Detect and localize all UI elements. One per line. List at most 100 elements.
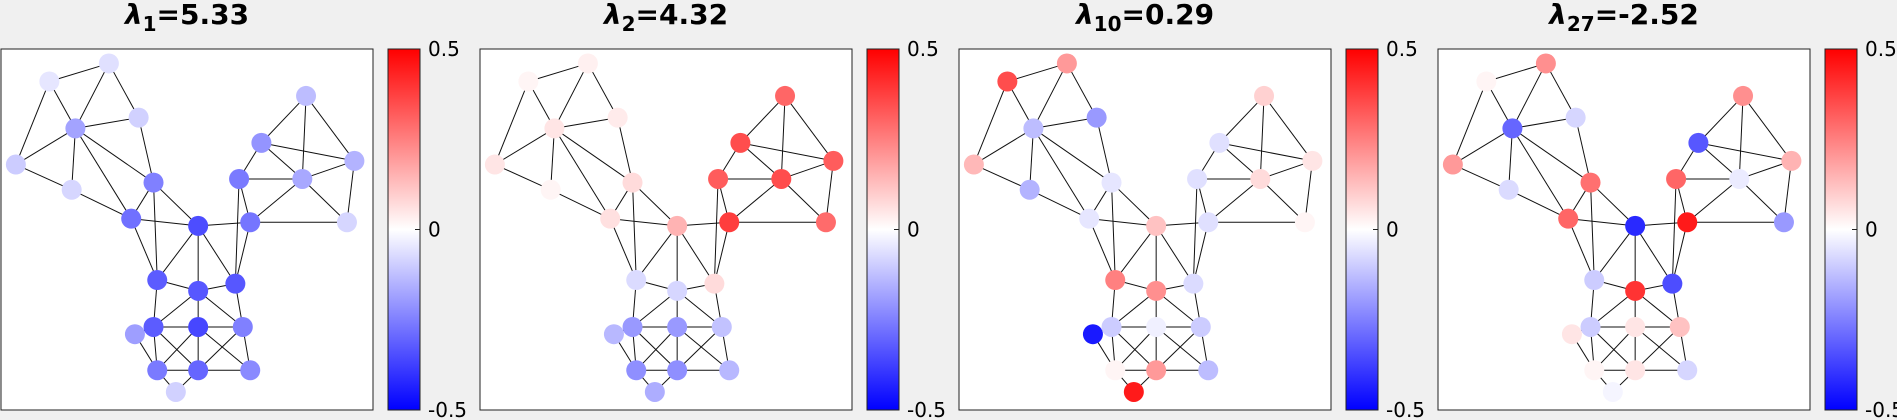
graph-node: [292, 168, 313, 189]
graph-node: [775, 85, 796, 106]
graph-edge: [1512, 117, 1576, 129]
graph-edge: [1155, 225, 1194, 284]
graph-edge: [713, 222, 730, 284]
graph-edge: [15, 164, 72, 191]
graph-edge: [1738, 178, 1785, 223]
graph-node: [232, 316, 253, 337]
graph-node: [240, 212, 261, 233]
graph-node: [128, 107, 149, 128]
graph-edge: [1032, 63, 1068, 129]
graph-edge: [610, 218, 678, 227]
graph-edge: [153, 326, 199, 371]
graph-node: [1662, 273, 1683, 294]
graph-edge: [973, 127, 1034, 165]
graph-edge: [234, 222, 251, 284]
graph-edge: [494, 127, 555, 165]
graph-node: [1729, 168, 1750, 189]
graph-edge: [346, 160, 355, 223]
graph-node: [484, 154, 505, 175]
graph-node: [165, 381, 186, 402]
graph-node: [5, 154, 26, 175]
graph-edge: [197, 326, 251, 371]
panel-title: λ2=4.32: [602, 0, 728, 36]
colorbar-tick-label: 0: [428, 218, 441, 242]
graph-edge: [1111, 182, 1157, 227]
graph-edge: [553, 63, 589, 129]
graph-node: [730, 132, 751, 153]
graph-node: [1146, 316, 1167, 337]
graph-edge: [617, 117, 634, 183]
graph-node: [518, 71, 539, 92]
graph-node: [1498, 179, 1519, 200]
graph-edge: [1259, 178, 1306, 223]
graph-edge: [1452, 81, 1487, 165]
graph-node: [600, 208, 621, 229]
graph-edge: [1545, 63, 1577, 118]
graph-edge: [676, 225, 715, 284]
graph-node: [240, 360, 261, 381]
graph-node: [344, 150, 365, 171]
graph-node: [61, 179, 82, 200]
graph-edge: [1089, 218, 1157, 227]
graph-edge: [632, 182, 678, 227]
graph-edge: [1742, 95, 1792, 162]
graph-edge: [1511, 63, 1547, 129]
graph-edge: [1593, 225, 1636, 281]
graph-node: [143, 172, 164, 193]
graph-node: [1666, 168, 1687, 189]
graph-node: [1105, 360, 1126, 381]
graph-node: [622, 172, 643, 193]
colorbar-tick-label: 0: [1865, 218, 1878, 242]
panel-2: λ2=4.320.50-0.5: [479, 0, 946, 420]
graph-edge: [1259, 95, 1265, 179]
graph-node: [1198, 360, 1219, 381]
graph-node: [147, 270, 168, 291]
graph-edge: [1686, 178, 1740, 223]
graph-node: [1669, 316, 1690, 337]
graph-edge: [1590, 182, 1595, 281]
graph-node: [1209, 132, 1230, 153]
graph-node: [1302, 150, 1323, 171]
graph-node: [626, 360, 647, 381]
graph-node: [147, 360, 168, 381]
graph-node: [1781, 150, 1802, 171]
graph-node: [1580, 172, 1601, 193]
graph-edge: [1029, 189, 1090, 220]
graph-edge: [784, 95, 834, 162]
graph-edge: [676, 326, 723, 371]
graph-node: [963, 154, 984, 175]
graph-edge: [1114, 225, 1157, 281]
graph-edge: [197, 225, 236, 284]
graph-node: [1677, 212, 1698, 233]
graph-edge: [301, 95, 307, 179]
panel-4: λ27=-2.520.50-0.5: [1437, 0, 1897, 420]
plot-area: [0, 48, 374, 411]
graph-edge: [554, 128, 633, 183]
graph-node: [540, 179, 561, 200]
colorbar-tick-label: 0.5: [428, 37, 460, 61]
graph-edge: [1783, 160, 1792, 223]
colorbar-tick-label: -0.5: [428, 398, 467, 420]
graph-edge: [1066, 63, 1098, 118]
graph-edge: [249, 178, 303, 223]
graph-edge: [1590, 326, 1636, 371]
graph-edge: [632, 182, 637, 281]
graph-node: [1476, 71, 1497, 92]
graph-node: [667, 316, 688, 337]
graph-edge: [1096, 117, 1113, 183]
graph-node: [1254, 85, 1275, 106]
graph-node: [607, 107, 628, 128]
graph-edge: [1671, 178, 1677, 284]
graph-node: [1146, 280, 1167, 301]
graph-edge: [1508, 128, 1513, 190]
graph-node: [121, 208, 142, 229]
graph-edge: [1155, 326, 1209, 371]
graph-edge: [740, 95, 786, 144]
graph-node: [39, 71, 60, 92]
graph-node: [1773, 212, 1794, 233]
graph-edge: [1155, 326, 1202, 371]
graph-node: [1625, 360, 1646, 381]
graph-edge: [728, 178, 782, 223]
graph-edge: [153, 182, 158, 281]
